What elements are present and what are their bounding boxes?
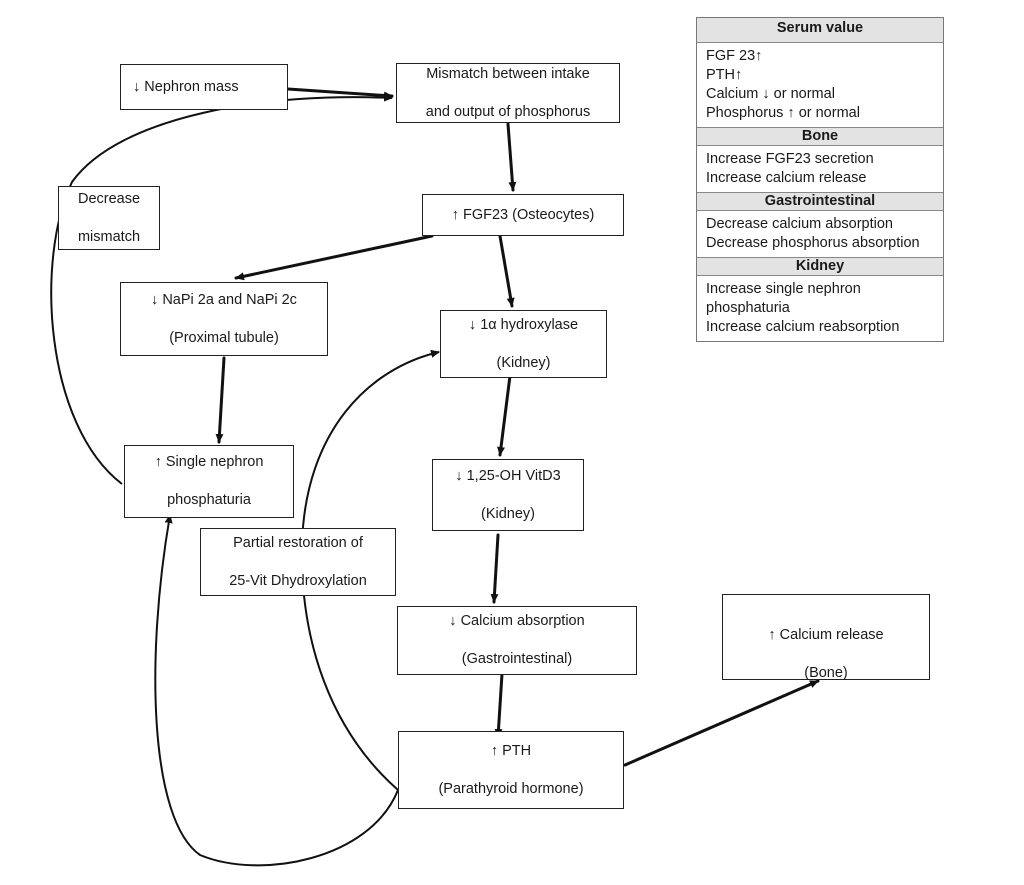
node-vitd3: ↓ 1,25-OH VitD3 (Kidney): [432, 459, 584, 531]
arrow-fgf23-to-hydroxylase: [498, 234, 515, 308]
arrow-pth-to-calcium-release: [623, 679, 820, 767]
arrow-nephron-to-mismatch: [286, 87, 394, 100]
legend-item: Calcium ↓ or normal: [706, 86, 835, 102]
node-calcium-release: ↑ Calcium release (Bone): [722, 594, 930, 681]
node-fgf23: ↑ FGF23 (Osteocytes): [422, 194, 624, 236]
legend-header-kidney: Kidney: [697, 258, 943, 276]
arrow-mismatch-to-fgf23: [506, 122, 517, 192]
legend-item: Decrease phosphorus absorption: [706, 235, 920, 251]
legend-item: Increase single nephron: [706, 281, 861, 297]
label-partial-restoration: Partial restoration of 25-Vit Dhydroxyla…: [200, 528, 396, 596]
node-pth: ↑ PTH (Parathyroid hormone): [398, 731, 624, 809]
legend-header-bone: Bone: [697, 128, 943, 146]
legend-body-kidney: Increase single nephron phosphaturia Inc…: [697, 276, 943, 341]
arrow-calcium-absorption-to-pth: [494, 672, 504, 739]
legend-item: Phosphorus ↑ or normal: [706, 105, 860, 121]
arrow-fgf23-to-napi: [234, 234, 434, 281]
legend-item: phosphaturia: [706, 300, 790, 316]
arrow-hydroxylase-to-vitd3: [497, 366, 513, 457]
node-nephron-mass: ↓ Nephron mass: [120, 64, 288, 110]
legend-item: FGF 23↑: [706, 48, 763, 64]
legend-item: Increase calcium reabsorption: [706, 319, 900, 335]
legend-header-serum: Serum value: [697, 18, 943, 43]
arrow-vitd3-to-calcium-absorption: [490, 533, 500, 604]
legend-item: Increase FGF23 secretion: [706, 151, 874, 167]
legend-table: Serum value FGF 23↑ PTH↑ Calcium ↓ or no…: [696, 17, 944, 342]
legend-header-gastrointestinal: Gastrointestinal: [697, 193, 943, 211]
legend-item: Increase calcium release: [706, 170, 867, 186]
node-napi: ↓ NaPi 2a and NaPi 2c (Proximal tubule): [120, 282, 328, 356]
node-hydroxylase: ↓ 1α hydroxylase (Kidney): [440, 310, 607, 378]
curve-pth-to-single-nephron: [154, 514, 399, 867]
legend-item: PTH↑: [706, 67, 743, 83]
arrow-napi-to-single-nephron: [215, 356, 226, 444]
legend-item: Decrease calcium absorption: [706, 216, 893, 232]
node-mismatch: Mismatch between intake and output of ph…: [396, 63, 620, 123]
node-calcium-absorption: ↓ Calcium absorption (Gastrointestinal): [397, 606, 637, 675]
node-single-nephron: ↑ Single nephron phosphaturia: [124, 445, 294, 518]
legend-body-bone: Increase FGF23 secretion Increase calciu…: [697, 146, 943, 193]
legend-body-serum: FGF 23↑ PTH↑ Calcium ↓ or normal Phospho…: [697, 43, 943, 128]
legend-body-gastrointestinal: Decrease calcium absorption Decrease pho…: [697, 211, 943, 258]
label-decrease-mismatch: Decrease mismatch: [58, 186, 160, 250]
